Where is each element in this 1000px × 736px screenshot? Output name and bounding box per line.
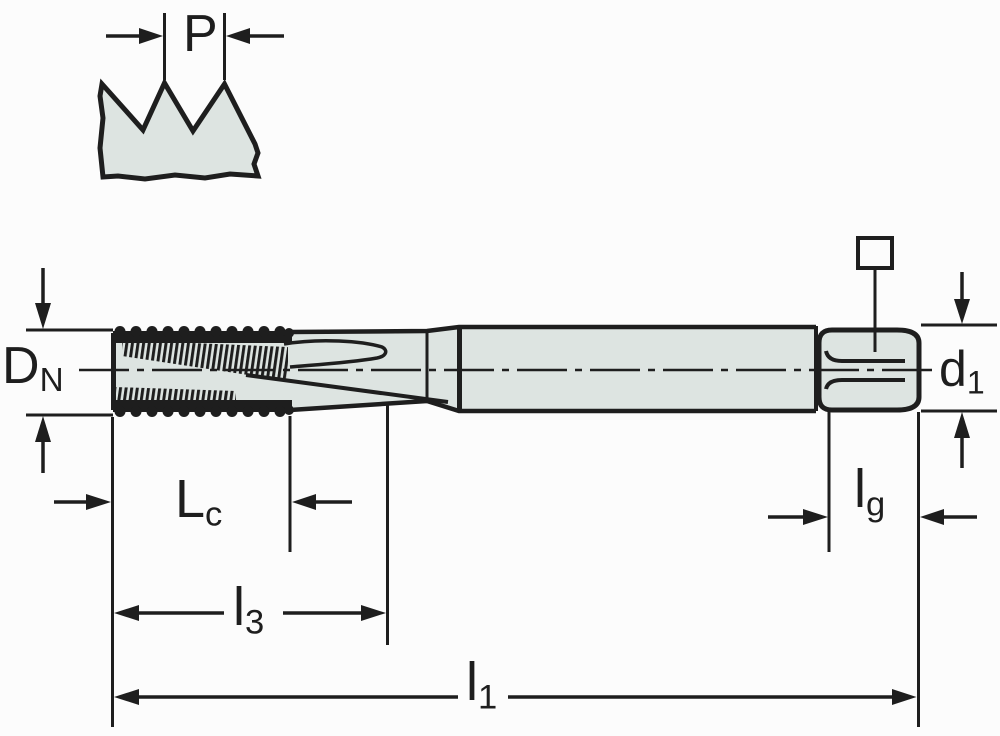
- square-symbol: [856, 236, 894, 270]
- thread-profile-detail: [97, 13, 284, 182]
- lg-arrow-left: [803, 509, 828, 525]
- tap-top-outline: [289, 324, 816, 335]
- length-extension-lines: [111, 404, 920, 727]
- dn-arrow-bottom: [35, 416, 51, 442]
- thread-flank-band-lower: [114, 387, 236, 404]
- flute-runout-line: [245, 373, 449, 404]
- lc-arrow-left: [86, 494, 111, 510]
- lc-arrow-right: [292, 494, 316, 510]
- l3-arrow-left: [114, 605, 139, 621]
- label-chamfer-length: Lc: [175, 469, 223, 534]
- d1-arrow-top: [954, 299, 970, 324]
- label-square-length: lg: [854, 459, 886, 524]
- label-overall-length: l1: [466, 652, 498, 717]
- dim-shank-diameter: [921, 272, 997, 468]
- square-flat-upper: [824, 350, 905, 363]
- flute-runout-leaf: [283, 338, 388, 369]
- lg-arrow-right: [920, 509, 944, 525]
- l1-arrow-left: [114, 689, 139, 705]
- tap-bottom-outline: [289, 398, 816, 414]
- dim-square-length: [768, 509, 977, 525]
- label-pitch: P: [183, 5, 218, 63]
- pitch-arrow-right: [226, 28, 250, 44]
- pitch-arrow-left: [139, 28, 163, 44]
- d1-arrow-bottom: [954, 412, 970, 438]
- dim-overall-length: [114, 689, 917, 705]
- tap-body: [79, 236, 940, 417]
- dim-chamfer-length: [54, 494, 352, 510]
- thread-crest-top: [113, 326, 294, 343]
- dn-extension-lines: [26, 328, 113, 417]
- thread-profile-shape: [97, 77, 262, 182]
- dn-arrow-top: [35, 303, 51, 329]
- dim-nominal-diameter: [26, 268, 113, 473]
- dim-l3: [114, 605, 386, 621]
- d1-extension-lines: [921, 323, 997, 413]
- l1-arrow-right: [892, 689, 917, 705]
- square-flat-lower: [824, 378, 905, 390]
- l3-arrow-right: [361, 605, 386, 621]
- pitch-extension-lines: [163, 13, 226, 80]
- label-l3: l3: [233, 577, 265, 642]
- label-shank-diameter: d1: [939, 341, 985, 401]
- label-nominal-diameter: DN: [2, 337, 64, 399]
